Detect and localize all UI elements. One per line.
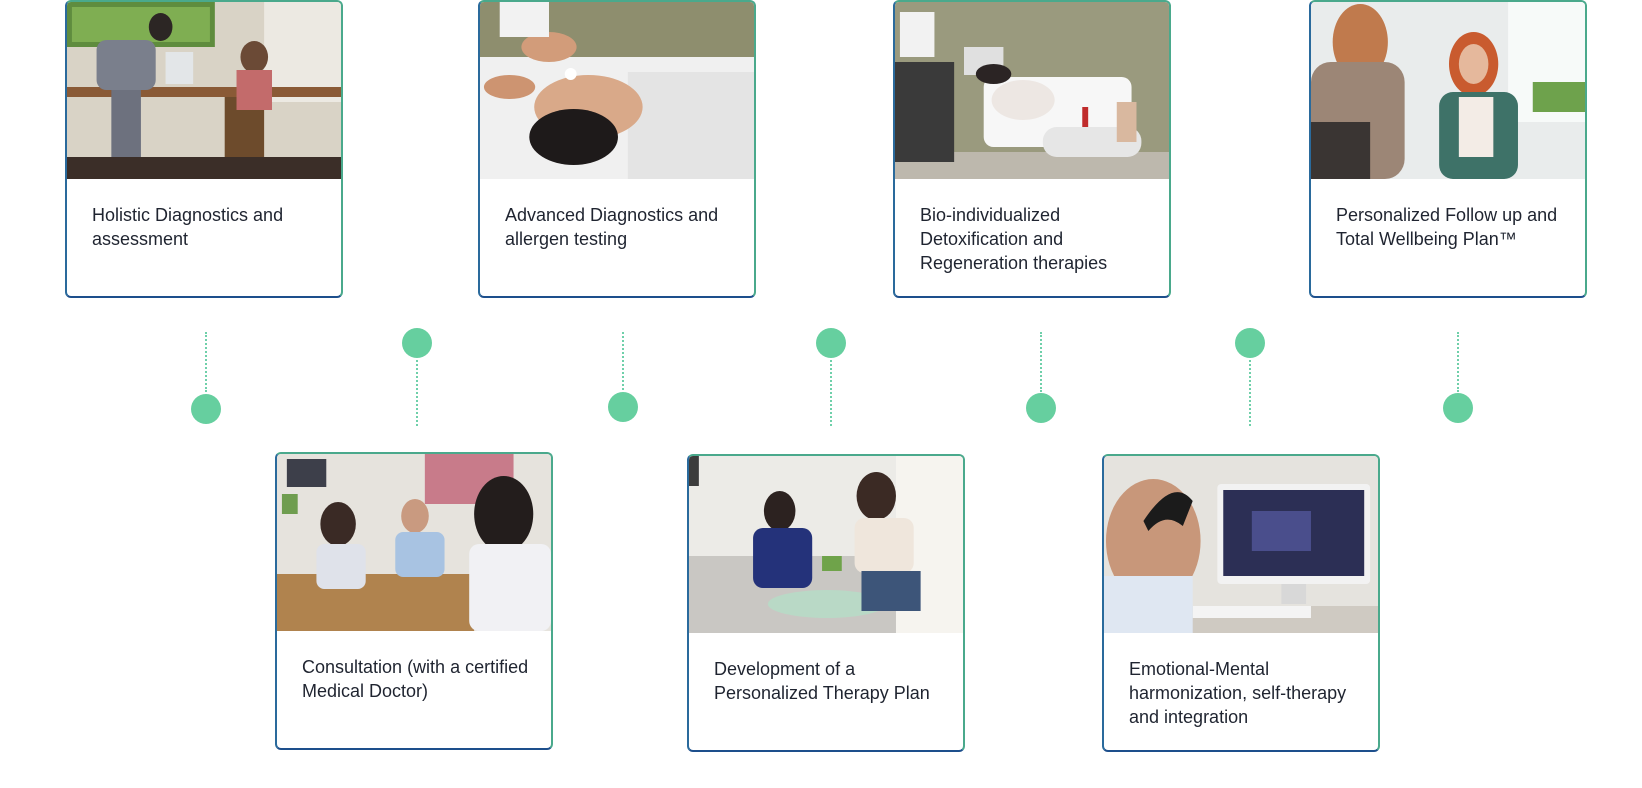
step-caption: Consultation (with a certified Medical D… xyxy=(302,657,529,701)
timeline-dot xyxy=(816,328,846,358)
step-card-detoxification: Bio-individualized Detoxification and Re… xyxy=(893,0,1171,298)
step-photo xyxy=(277,454,551,631)
step-card-holistic-diagnostics: Holistic Diagnostics and assessment xyxy=(65,0,343,298)
step-caption: Emotional-Mental harmonization, self-the… xyxy=(1129,659,1347,727)
step-caption: Development of a Personalized Therapy Pl… xyxy=(714,659,930,703)
step-caption: Advanced Diagnostics and allergen testin… xyxy=(505,205,719,249)
timeline-dot xyxy=(1443,393,1473,423)
step-card-consultation: Consultation (with a certified Medical D… xyxy=(275,452,553,750)
step-photo xyxy=(895,2,1169,179)
step-card-emotional-harmonization: Emotional-Mental harmonization, self-the… xyxy=(1102,454,1380,752)
step-photo xyxy=(480,2,754,179)
timeline-dot xyxy=(1026,393,1056,423)
step-caption: Personalized Follow up and Total Wellbei… xyxy=(1336,205,1558,249)
step-photo xyxy=(689,456,963,633)
step-card-therapy-plan: Development of a Personalized Therapy Pl… xyxy=(687,454,965,752)
connector-line xyxy=(205,332,207,392)
connector-line xyxy=(1040,332,1042,392)
connector-line xyxy=(1457,332,1459,392)
connector-line xyxy=(830,360,832,426)
step-card-follow-up: Personalized Follow up and Total Wellbei… xyxy=(1309,0,1587,298)
step-caption: Holistic Diagnostics and assessment xyxy=(92,205,284,249)
timeline-dot xyxy=(402,328,432,358)
step-caption: Bio-individualized Detoxification and Re… xyxy=(920,205,1108,273)
step-photo xyxy=(1104,456,1378,633)
connector-line xyxy=(1249,360,1251,426)
timeline-dot xyxy=(191,394,221,424)
connector-line xyxy=(416,360,418,426)
timeline-dot xyxy=(608,392,638,422)
step-photo xyxy=(67,2,341,179)
step-card-advanced-diagnostics: Advanced Diagnostics and allergen testin… xyxy=(478,0,756,298)
timeline-dot xyxy=(1235,328,1265,358)
connector-line xyxy=(622,332,624,390)
step-photo xyxy=(1311,2,1585,179)
